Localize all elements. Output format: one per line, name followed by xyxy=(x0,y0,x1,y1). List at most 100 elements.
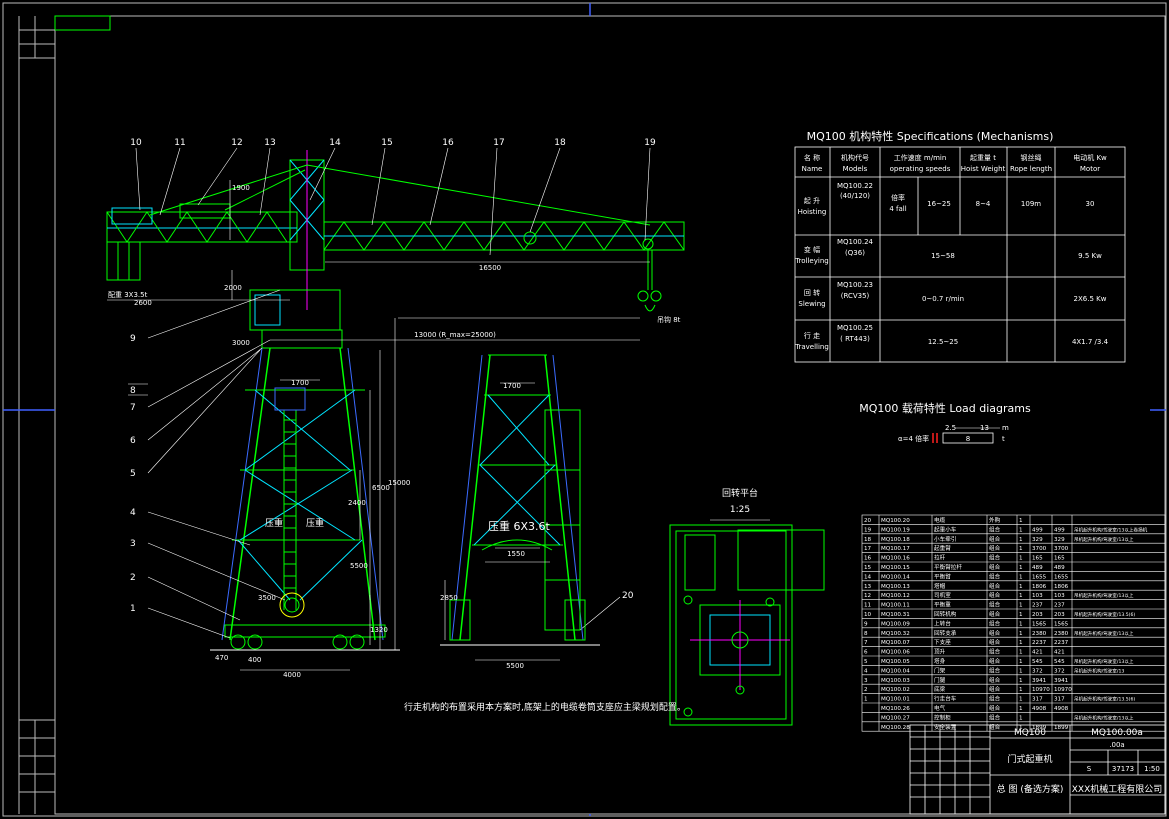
parts-list-cell: 1 xyxy=(1019,546,1023,552)
load-diagram: MQ100 载荷特性 Load diagrams 2.5 13 m α=4 倍率… xyxy=(859,401,1031,443)
parts-list-cell: 3700 xyxy=(1054,546,1069,552)
parts-list-cell: MQ100.15 xyxy=(881,565,910,571)
tb-model: MQ100 xyxy=(1014,728,1046,738)
parts-list-cell: MQ100.11 xyxy=(881,603,910,609)
parts-list-cell: 1 xyxy=(1019,668,1023,674)
dim-1550: 1550 xyxy=(507,550,525,558)
dimension-texts: 配重 3X3.5t 吊钩 8t 13000 (R_max=25000) 1650… xyxy=(108,184,681,679)
side-ballast-label: 压重 6X3.6t xyxy=(488,519,551,533)
svg-text:倍率: 倍率 xyxy=(891,193,905,202)
svg-text:行 走: 行 走 xyxy=(804,331,820,340)
dim-1700b: 1700 xyxy=(503,382,521,390)
dim-1320: 1320 xyxy=(370,626,388,634)
tb-scale-label: S xyxy=(1087,765,1092,773)
svg-text:operating speeds: operating speeds xyxy=(890,165,951,173)
dim-3000: 3000 xyxy=(232,339,250,347)
parts-list-cell: 17 xyxy=(864,546,872,552)
svg-text:( RT443): ( RT443) xyxy=(840,335,870,343)
parts-list-cell: 组合 xyxy=(989,666,1001,674)
callout-12: 12 xyxy=(231,138,242,148)
parts-list-cell: 电气 xyxy=(934,704,946,712)
parts-list-cell: 103 xyxy=(1032,593,1043,599)
parts-list-cell: 2237 xyxy=(1054,640,1069,646)
parts-list-cell: 吊机起升机构/驾驶室/13 xyxy=(1074,667,1124,674)
parts-list-cell: 安全装置 xyxy=(934,723,957,731)
parts-list-cell: 1 xyxy=(1019,640,1023,646)
parts-list-cell: MQ100.26 xyxy=(881,706,910,712)
parts-list-cell: MQ100.31 xyxy=(881,612,910,618)
parts-list-cell: MQ100.28 xyxy=(881,725,910,731)
svg-text:回 转: 回 转 xyxy=(804,288,820,297)
parts-list-cell: 1 xyxy=(1019,518,1023,524)
parts-list-cell: 237 xyxy=(1032,603,1043,609)
parts-list-cell: 平衡重 xyxy=(934,601,951,609)
top-callouts: 10 11 12 13 14 15 16 17 18 19 xyxy=(130,138,656,148)
parts-list-cell: 499 xyxy=(1032,527,1043,533)
svg-text:8~4: 8~4 xyxy=(976,200,991,208)
parts-list-cell: 8 xyxy=(864,631,868,637)
svg-text:(RCV35): (RCV35) xyxy=(841,292,870,300)
parts-list-cell: 组合 xyxy=(989,648,1001,656)
svg-text:MQ100.25: MQ100.25 xyxy=(837,324,873,332)
parts-list-cell: MQ100.20 xyxy=(881,518,910,524)
parts-list-cell: 平衡臂拉杆 xyxy=(934,563,962,571)
parts-list-cell: 1655 xyxy=(1032,574,1047,580)
parts-list-cell: 组合 xyxy=(989,629,1001,637)
svg-text:15~58: 15~58 xyxy=(931,252,955,260)
callout-2: 2 xyxy=(130,573,136,583)
parts-list-cell: 165 xyxy=(1032,556,1043,562)
parts-list-cell: 司机室 xyxy=(934,591,951,599)
parts-list-cell: 门腿 xyxy=(934,676,946,684)
parts-list-cell: 3 xyxy=(864,678,868,684)
svg-text:名 称: 名 称 xyxy=(804,153,820,162)
spec-table-title: MQ100 机构特性 Specifications (Mechanisms) xyxy=(807,129,1054,143)
parts-list-cell: 下支座 xyxy=(934,638,951,646)
parts-list-cell: 11 xyxy=(864,603,872,609)
hook-load-label: 吊钩 8t xyxy=(657,315,681,324)
platform-title: 回转平台 xyxy=(722,487,758,499)
spec-table-headers: 名 称 Name 机构代号 Models 工作速度 m/min operatin… xyxy=(802,153,1107,173)
parts-list-cell: 10970 xyxy=(1032,687,1050,693)
left-callouts: 9 8 7 6 5 4 3 2 1 20 xyxy=(130,334,634,614)
tb-name: 门式起重机 xyxy=(1007,753,1052,765)
crane-side-view xyxy=(440,354,600,661)
svg-text:4X1.7 /3.4: 4X1.7 /3.4 xyxy=(1072,338,1109,346)
parts-list-cell: 4908 xyxy=(1032,706,1047,712)
parts-list-cell: 1 xyxy=(1019,678,1023,684)
tb-drawing-no: MQ100.00a xyxy=(1091,728,1143,738)
parts-list-grid xyxy=(861,514,1166,732)
parts-list-cell: 行走台车 xyxy=(934,695,957,703)
parts-list-cell: MQ100.13 xyxy=(881,584,910,590)
slewing-platform-plan xyxy=(669,519,825,726)
counterweight-label: 配重 3X3.5t xyxy=(108,291,148,299)
parts-list-cell: 1 xyxy=(1019,687,1023,693)
parts-list-cell: 上转台 xyxy=(934,619,951,627)
parts-list-cell: 6 xyxy=(864,650,868,656)
parts-list-cell: 2380 xyxy=(1054,631,1069,637)
parts-list-cell: 组合 xyxy=(989,695,1001,703)
dim-2850: 2850 xyxy=(440,594,458,602)
parts-list-cell: 20 xyxy=(864,518,872,524)
parts-list-cell: 吊机起升机构/驾驶室/13以上 xyxy=(1074,592,1134,599)
parts-list-cell: 小车牵引 xyxy=(934,535,956,543)
svg-text:Trolleying: Trolleying xyxy=(794,257,828,265)
load-diagram-title: MQ100 载荷特性 Load diagrams xyxy=(859,401,1031,415)
svg-text:Motor: Motor xyxy=(1080,165,1100,173)
platform-scale: 1:25 xyxy=(730,505,750,515)
jib-span: 16500 xyxy=(479,264,501,272)
parts-list-cell: 控制柜 xyxy=(934,713,951,721)
parts-list-cell: 329 xyxy=(1032,537,1043,543)
dim-1900: 1900 xyxy=(232,184,250,192)
svg-text:Travelling: Travelling xyxy=(794,343,829,351)
parts-list-cell: MQ100.14 xyxy=(881,574,910,580)
dim-5500b: 5500 xyxy=(506,662,524,670)
parts-list-cell: 吊机起升机构/驾驶室/13以上 xyxy=(1074,630,1134,637)
svg-text:0~0.7 r/min: 0~0.7 r/min xyxy=(922,295,964,303)
spec-table-rows: 起 升 Hoisting MQ100.22 (40/120) 倍率 4 fall… xyxy=(794,182,1108,351)
parts-list-cell: 5 xyxy=(864,659,868,665)
parts-list-cell: MQ100.18 xyxy=(881,537,910,543)
svg-text:8: 8 xyxy=(966,435,970,443)
parts-list-cell: MQ100.07 xyxy=(881,640,910,646)
parts-list-cell: 起重臂 xyxy=(934,544,951,552)
